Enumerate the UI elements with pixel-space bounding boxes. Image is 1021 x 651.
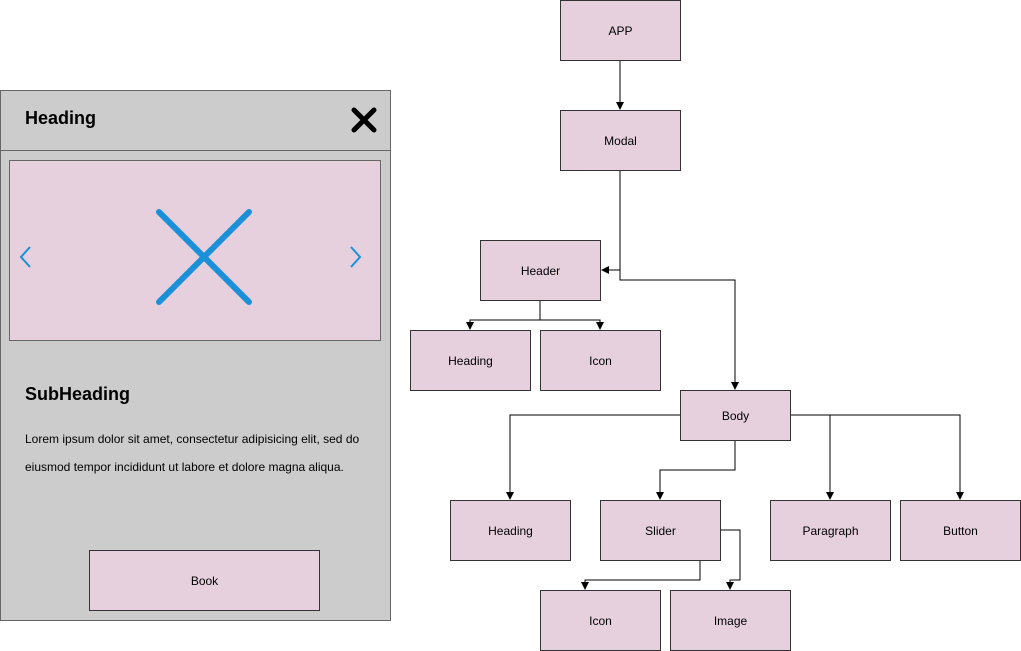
modal-subheading: SubHeading: [25, 384, 131, 404]
node-header-icon: Icon: [540, 330, 661, 391]
node-button: Button: [900, 500, 1021, 561]
edge-header-heading: [466, 300, 541, 330]
node-modal: Modal: [560, 110, 681, 171]
node-body: Body: [680, 390, 791, 441]
node-paragraph: Paragraph: [770, 500, 891, 561]
edge-modal-header: [601, 170, 621, 274]
modal-header: Heading: [1, 91, 390, 151]
node-slider-image: Image: [670, 590, 791, 651]
edge-modal-body: [619, 270, 739, 390]
chevron-left-icon[interactable]: [19, 245, 33, 269]
node-slider-icon: Icon: [540, 590, 661, 651]
image-placeholder-icon: [156, 209, 252, 310]
modal-heading: Heading: [25, 108, 97, 128]
node-body-heading: Heading: [450, 500, 571, 561]
edge-body-paragraph: [790, 414, 834, 500]
edge-slider-image: [720, 529, 741, 590]
book-button[interactable]: Book: [89, 550, 320, 611]
edge-body-slider: [656, 440, 736, 500]
node-header: Header: [480, 240, 601, 301]
close-icon[interactable]: [350, 106, 378, 134]
edge-body-button: [830, 414, 964, 500]
node-app: APP: [560, 0, 681, 61]
image-slider: [9, 160, 381, 341]
edge-header-icon: [540, 319, 604, 330]
edge-body-heading: [506, 414, 680, 500]
edge-slider-icon: [581, 560, 701, 590]
modal-wireframe: Heading SubHeading Lorem ipsum dolo: [0, 90, 391, 621]
node-header-heading: Heading: [410, 330, 531, 391]
modal-paragraph: Lorem ipsum dolor sit amet, consectetur …: [25, 432, 360, 474]
node-slider: Slider: [600, 500, 721, 561]
chevron-right-icon[interactable]: [348, 245, 362, 269]
